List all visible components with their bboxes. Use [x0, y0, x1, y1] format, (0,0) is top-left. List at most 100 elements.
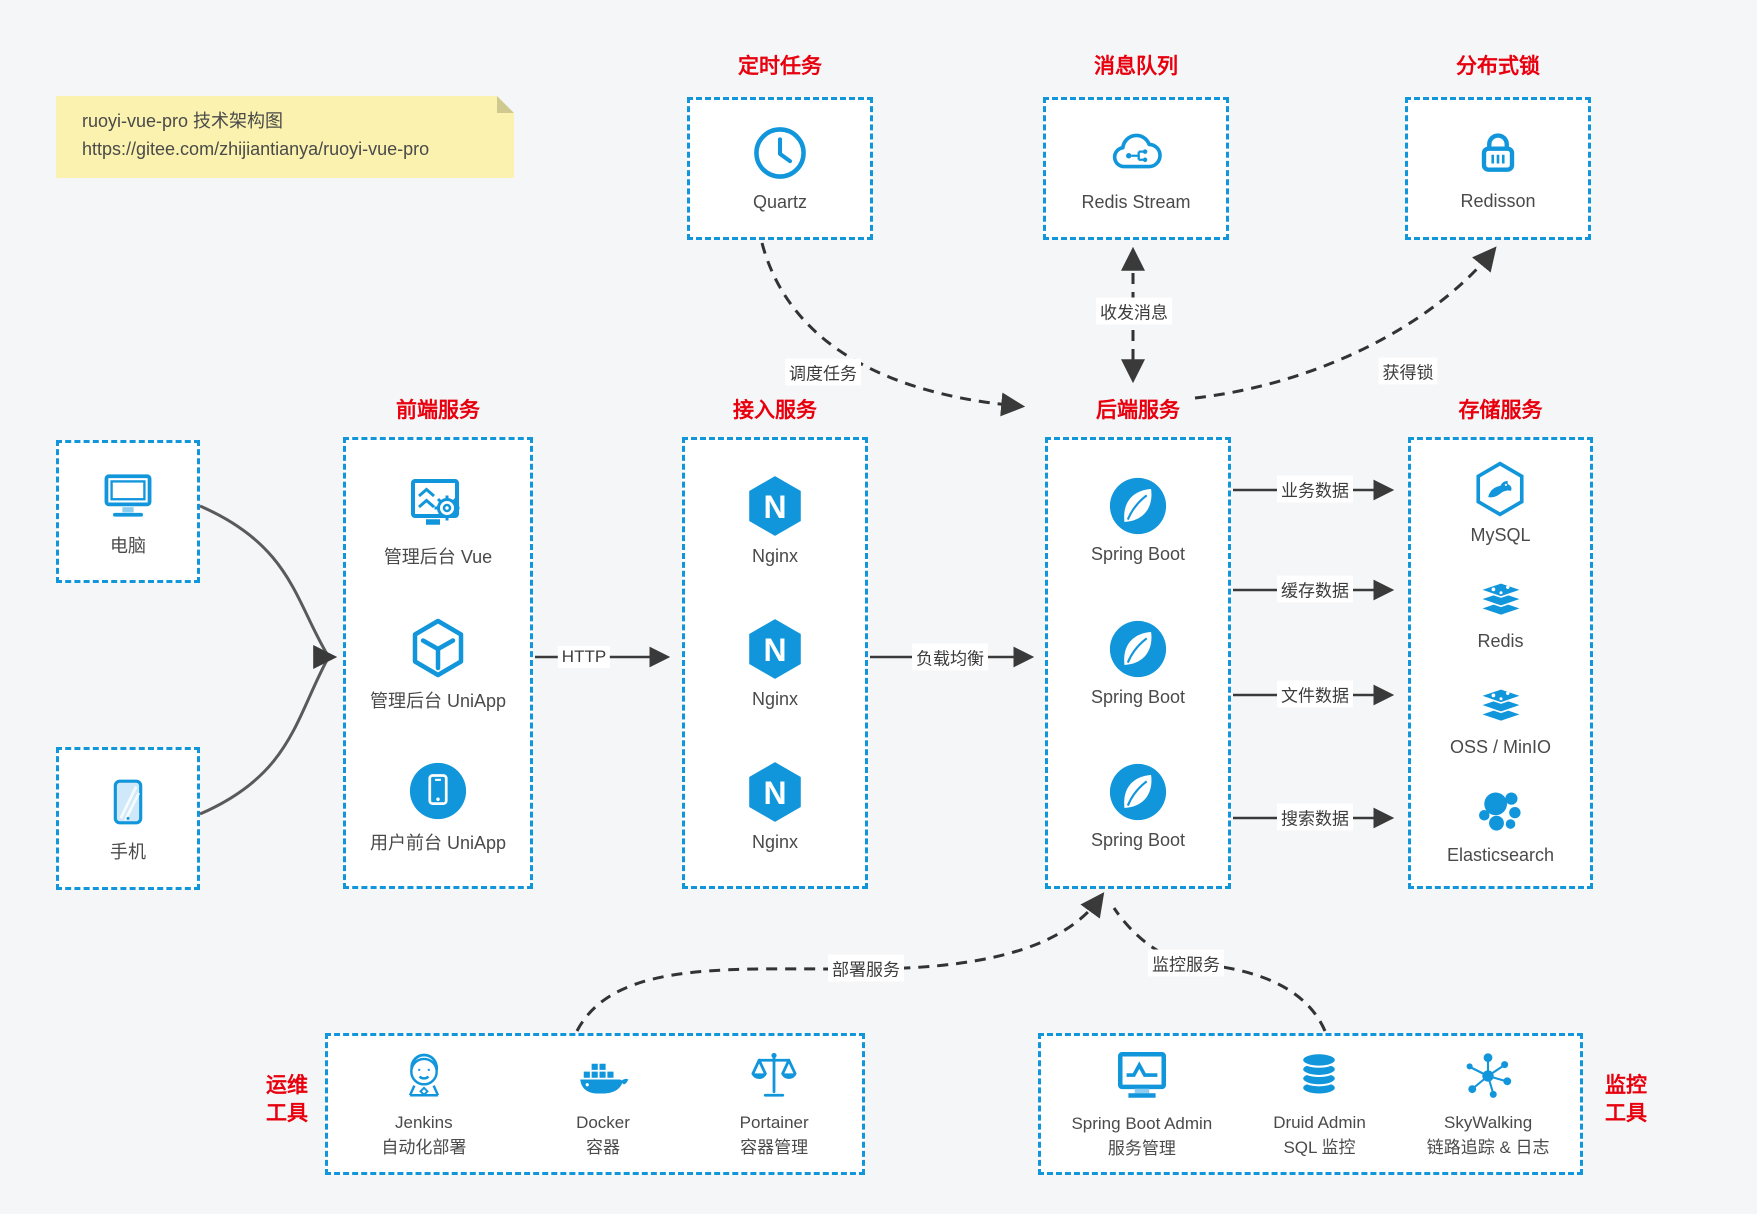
group-label-message-queue: 消息队列 — [1094, 55, 1178, 78]
cluster-blobs-icon — [1472, 782, 1528, 838]
nginx-icon — [742, 616, 808, 682]
ops-item-jenkins: Jenkins 自动化部署 — [381, 1048, 466, 1160]
backend-item-springboot-2: Spring Boot — [1091, 618, 1185, 708]
edge-label-file-data: 文件数据 — [1277, 680, 1353, 708]
phone-client-box: 手机 — [56, 747, 200, 890]
redis-label: Redis — [1477, 631, 1524, 651]
phone-client: 手机 — [99, 773, 157, 864]
group-label-scheduled-task: 定时任务 — [738, 55, 822, 78]
clock-icon — [751, 124, 809, 182]
group-label-backend: 后端服务 — [1096, 399, 1180, 422]
redisson-box: Redisson — [1405, 97, 1591, 240]
cloud-message-icon — [1105, 124, 1167, 182]
mysql-dolphin-icon — [1471, 460, 1529, 518]
druid-desc: SQL 监控 — [1283, 1137, 1356, 1157]
edge-label-monitor: 监控服务 — [1148, 949, 1224, 977]
edge-label-deploy: 部署服务 — [828, 954, 904, 982]
nginx-label-1: Nginx — [751, 545, 799, 566]
note-fold-corner — [497, 96, 514, 113]
nginx-label-2: Nginx — [751, 688, 799, 709]
mobile-app-circle-icon — [407, 760, 469, 822]
group-label-gateway: 接入服务 — [733, 399, 817, 422]
portainer-label: Portainer — [739, 1112, 809, 1132]
nginx-icon — [742, 759, 808, 825]
edge-label-acquire-lock: 获得锁 — [1378, 357, 1438, 385]
edge-monitor-service — [1112, 907, 1327, 1032]
sba-desc: 服务管理 — [1107, 1138, 1176, 1158]
group-label-storage: 存储服务 — [1458, 399, 1543, 422]
springboot-label-1: Spring Boot — [1090, 543, 1186, 564]
nginx-icon — [742, 473, 808, 539]
note-title: ruoyi-vue-pro 技术架构图 — [82, 111, 284, 131]
storage-box: MySQL Redis OSS / MinIO Elasticsearch — [1408, 437, 1593, 889]
quartz-box: Quartz — [687, 97, 873, 240]
node-graph-icon — [1460, 1048, 1516, 1104]
group-label-distributed-lock: 分布式锁 — [1456, 55, 1540, 78]
sticky-note: ruoyi-vue-pro 技术架构图 https://gitee.com/zh… — [56, 96, 514, 178]
edge-schedule-task — [760, 242, 1026, 417]
monitor-item-sba: Spring Boot Admin 服务管理 — [1071, 1047, 1212, 1161]
elasticsearch-label: Elasticsearch — [1446, 845, 1555, 865]
redisson-label: Redisson — [1460, 191, 1536, 211]
backend-item-springboot-3: Spring Boot — [1091, 761, 1185, 851]
storage-item-oss-minio: OSS / MinIO — [1450, 676, 1551, 758]
gateway-item-nginx-3: Nginx — [742, 759, 808, 853]
cube-icon — [406, 616, 470, 680]
admin-uniapp-label: 管理后台 UniApp — [369, 690, 507, 711]
admin-vue-label: 管理后台 Vue — [383, 546, 493, 567]
edge-pc-to-frontend — [199, 504, 329, 655]
monitor-tools-box: Spring Boot Admin 服务管理 Druid Admin SQL 监… — [1038, 1033, 1583, 1175]
frontend-item-admin-uniapp: 管理后台 UniApp — [370, 616, 506, 713]
spring-leaf-icon — [1107, 475, 1169, 537]
backend-box: Spring Boot Spring Boot Spring Boot — [1045, 437, 1231, 889]
frontend-item-admin-vue: 管理后台 Vue — [384, 472, 492, 569]
springboot-label-2: Spring Boot — [1090, 686, 1186, 707]
layer-stack-icon — [1472, 676, 1530, 730]
edge-acquire-lock — [1194, 246, 1497, 400]
pc-client-box: 电脑 — [56, 440, 200, 583]
edge-label-business-data: 业务数据 — [1277, 475, 1353, 503]
phone-label: 手机 — [110, 842, 146, 862]
user-uniapp-label: 用户前台 UniApp — [369, 832, 507, 853]
docker-label: Docker — [576, 1112, 630, 1132]
edge-label-search-data: 搜索数据 — [1277, 803, 1353, 831]
quartz-label: Quartz — [752, 192, 808, 212]
jenkins-butler-icon — [396, 1048, 452, 1104]
gateway-item-nginx-2: Nginx — [742, 616, 808, 710]
jenkins-label: Jenkins — [395, 1112, 453, 1132]
ops-item-portainer: Portainer 容器管理 — [740, 1048, 809, 1160]
oss-minio-label: OSS / MinIO — [1449, 737, 1552, 757]
pc-client: 电脑 — [98, 465, 158, 558]
sba-label: Spring Boot Admin — [1071, 1113, 1213, 1133]
redis-stream-box: Redis Stream — [1043, 97, 1229, 240]
frontend-item-user-uniapp: 用户前台 UniApp — [370, 760, 506, 855]
edge-label-schedule-task: 调度任务 — [785, 358, 861, 386]
backend-item-springboot-1: Spring Boot — [1091, 475, 1185, 565]
edge-label-cache-data: 缓存数据 — [1277, 575, 1353, 603]
database-stack-icon — [1292, 1048, 1346, 1104]
spring-leaf-icon — [1107, 618, 1169, 680]
ops-tools-box: Jenkins 自动化部署 Docker 容器 Portainer 容器管理 — [325, 1033, 865, 1175]
edge-label-message: 收发消息 — [1096, 297, 1172, 325]
portainer-desc: 容器管理 — [740, 1137, 809, 1157]
docker-whale-icon — [573, 1048, 633, 1104]
smartphone-icon — [99, 773, 157, 831]
scales-icon — [746, 1048, 802, 1104]
nginx-label-3: Nginx — [751, 832, 799, 853]
frontend-box: 管理后台 Vue 管理后台 UniApp 用户前台 UniApp — [343, 437, 533, 889]
springboot-label-3: Spring Boot — [1090, 830, 1186, 851]
jenkins-desc: 自动化部署 — [381, 1137, 467, 1157]
admin-screen-gear-icon — [406, 472, 470, 536]
skywalking-desc: 链路追踪 & 日志 — [1426, 1137, 1550, 1157]
note-url: https://gitee.com/zhijiantianya/ruoyi-vu… — [82, 138, 430, 159]
pc-label: 电脑 — [110, 536, 146, 556]
group-label-frontend: 前端服务 — [396, 399, 480, 422]
edge-phone-to-frontend — [199, 659, 329, 816]
group-label-ops-tools: 运维工具 — [266, 1074, 308, 1126]
spring-leaf-icon — [1107, 761, 1169, 823]
skywalking-label: SkyWalking — [1444, 1112, 1533, 1132]
edge-label-load-balance: 负载均衡 — [912, 643, 988, 671]
storage-item-mysql: MySQL — [1470, 460, 1531, 546]
redis-stream-label: Redis Stream — [1081, 192, 1191, 212]
